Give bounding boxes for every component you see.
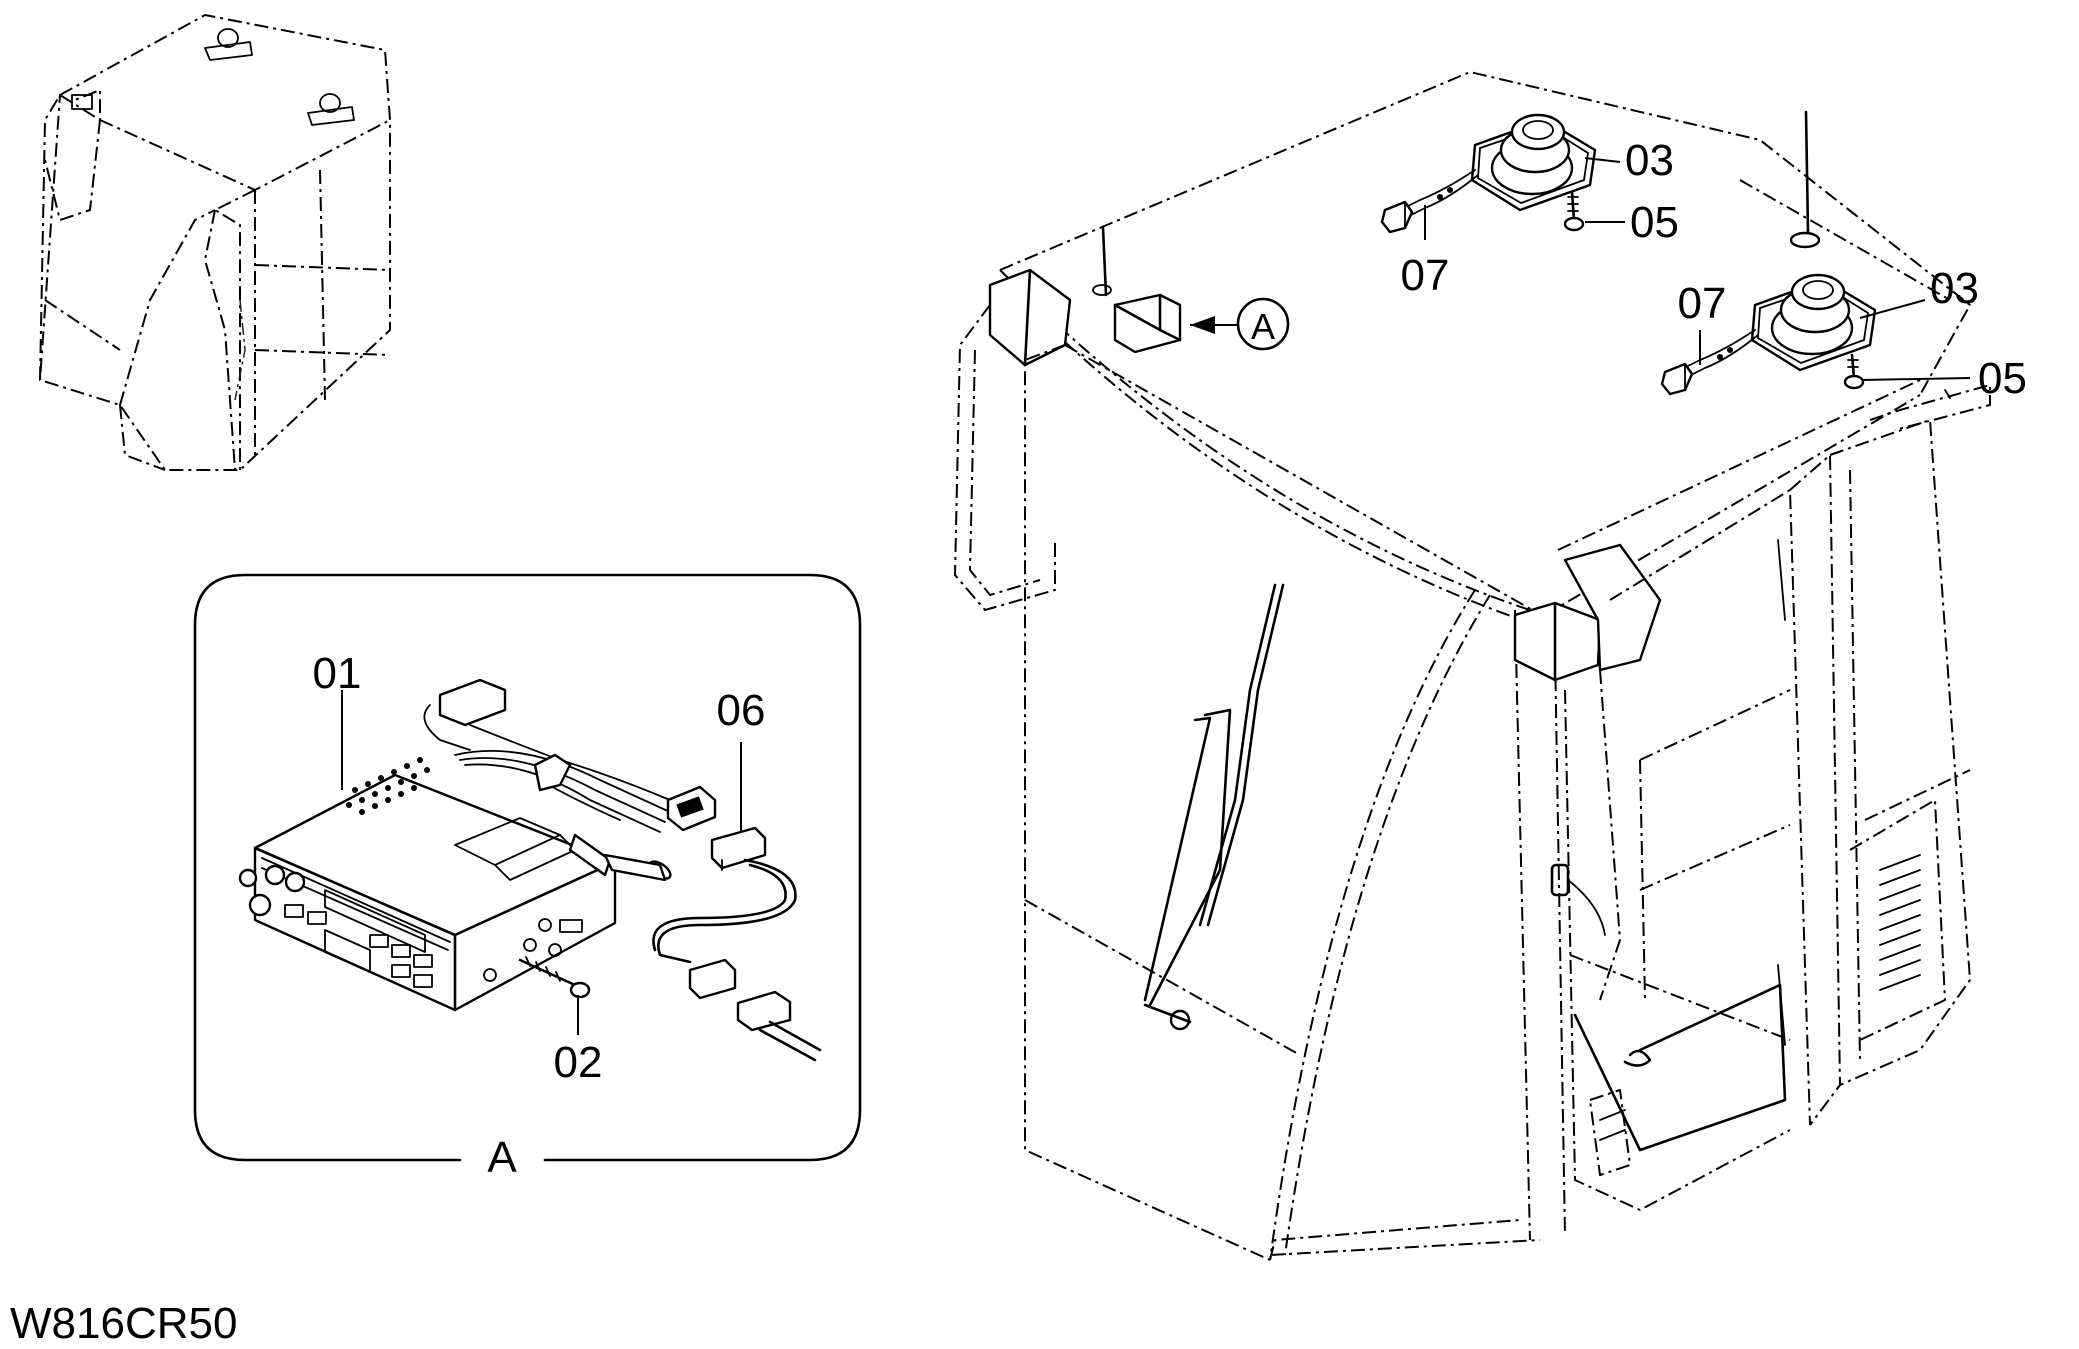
screw-05-right-icon xyxy=(1843,353,1865,390)
part-label-03-left: 03 xyxy=(1625,136,1674,185)
part-label-03-right: 03 xyxy=(1930,264,1979,313)
part-label-07-left: 07 xyxy=(1401,251,1450,300)
radio-vent-dots xyxy=(346,757,430,815)
detail-a-frame: A xyxy=(193,573,862,1182)
wiper-illustration xyxy=(1143,583,1285,1031)
connector-06-illustration xyxy=(652,826,822,1062)
rear-vent-slats xyxy=(1879,854,1921,991)
part-label-05-left: 05 xyxy=(1630,198,1679,247)
radio-display-icon xyxy=(324,929,371,973)
radio-cassette-slot-icon xyxy=(324,889,426,953)
radio-wiring-harness xyxy=(423,678,717,882)
radio-unit-illustration xyxy=(238,757,617,1012)
overview-speaker-left-icon xyxy=(204,28,253,61)
overview-radio-icon xyxy=(71,94,93,110)
leader-03-left xyxy=(1584,157,1621,163)
antenna-left-icon xyxy=(1101,226,1108,297)
overview-speaker-right-icon xyxy=(307,93,355,126)
speaker-left-illustration xyxy=(1380,113,1597,234)
radio-location-callout: A xyxy=(1113,293,1290,354)
part-label-05-right: 05 xyxy=(1978,354,2027,403)
part-label-06: 06 xyxy=(717,686,766,735)
speaker-right-illustration xyxy=(1660,273,1877,396)
part-label-07-right: 07 xyxy=(1678,279,1727,328)
leader-05-right xyxy=(1861,377,1971,381)
callout-label-a: A xyxy=(1251,306,1275,347)
radio-volume-knob-icon xyxy=(248,893,272,917)
screw-05-left-icon xyxy=(1563,190,1585,232)
screw-02-icon xyxy=(518,956,591,999)
detail-frame-label: A xyxy=(487,1133,517,1182)
part-label-01: 01 xyxy=(313,649,362,698)
antenna-right-icon xyxy=(1804,110,1810,234)
overview-cab-thumbnail xyxy=(39,14,391,471)
diagram-code: W816CR50 xyxy=(10,1299,237,1348)
part-label-02: 02 xyxy=(554,1038,603,1087)
leader-03-right xyxy=(1859,299,1926,319)
cab-illustration xyxy=(954,71,1991,1261)
